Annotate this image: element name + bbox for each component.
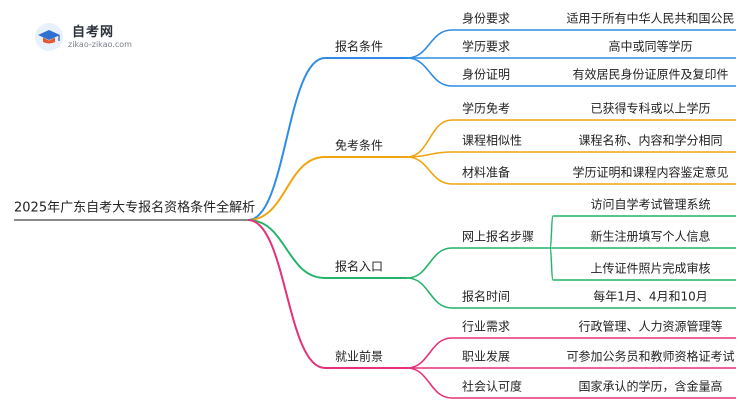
- child-label: 社会认可度: [462, 379, 522, 394]
- child-connector: [406, 57, 453, 87]
- logo-url: zikao-zikao.com: [68, 40, 132, 49]
- leaf-label: 学历证明和课程内容鉴定意见: [572, 165, 728, 180]
- child-connector: [406, 367, 453, 399]
- leaf-label: 行政管理、人力资源管理等: [578, 319, 722, 334]
- child-label: 课程相似性: [462, 133, 522, 148]
- branch-connector: [247, 156, 326, 221]
- child-label: 学历要求: [462, 39, 510, 54]
- child-label: 网上报名步骤: [462, 229, 534, 244]
- child-connector: [406, 247, 453, 279]
- leaf-label: 适用于所有中华人民共和国公民: [566, 11, 734, 26]
- child-label: 材料准备: [462, 166, 510, 180]
- branch-connector: [247, 219, 326, 279]
- branch-label: 报名入口: [335, 259, 383, 274]
- child-connector: [406, 277, 453, 309]
- leaf-label: 访问自学考试管理系统: [590, 197, 710, 212]
- leaf-label: 高中或同等学历: [608, 39, 692, 54]
- logo-title: 自考网: [72, 25, 115, 40]
- child-connector: [406, 119, 453, 158]
- child-connector: [406, 337, 453, 369]
- child-label: 身份证明: [462, 67, 510, 82]
- leaf-connector: [549, 247, 554, 281]
- leaf-connector: [549, 215, 554, 249]
- branch-connector: [247, 219, 326, 369]
- leaf-label: 已获得专科或以上学历: [590, 101, 710, 116]
- leaf-label: 新生注册填写个人信息: [590, 229, 710, 244]
- leaf-label: 可参加公务员和教师资格证考试: [566, 349, 734, 364]
- branch-label: 报名条件: [335, 39, 383, 54]
- child-label: 身份要求: [462, 11, 510, 26]
- child-label: 职业发展: [462, 349, 510, 364]
- child-connector: [406, 156, 453, 185]
- child-label: 报名时间: [462, 289, 510, 304]
- child-connector: [406, 151, 453, 158]
- child-connector: [406, 29, 453, 59]
- root-topic: 2025年广东自考大专报名资格条件全解析: [14, 200, 255, 216]
- branch-label: 免考条件: [335, 138, 383, 153]
- branch-connector: [247, 57, 326, 221]
- child-label: 学历免考: [462, 101, 510, 116]
- leaf-label: 课程名称、内容和学分相同: [578, 133, 722, 148]
- leaf-label: 上传证件照片完成审核: [590, 261, 710, 276]
- leaf-label: 每年1月、4月和10月: [593, 289, 708, 304]
- child-label: 行业需求: [462, 320, 510, 334]
- site-logo[interactable]: 自考网 zikao-zikao.com: [34, 20, 144, 54]
- branch-label: 就业前景: [335, 349, 383, 364]
- leaf-label: 有效居民身份证原件及复印件: [572, 67, 728, 82]
- leaf-label: 国家承认的学历，含金量高: [578, 379, 722, 394]
- graduation-cap-icon: [35, 23, 63, 51]
